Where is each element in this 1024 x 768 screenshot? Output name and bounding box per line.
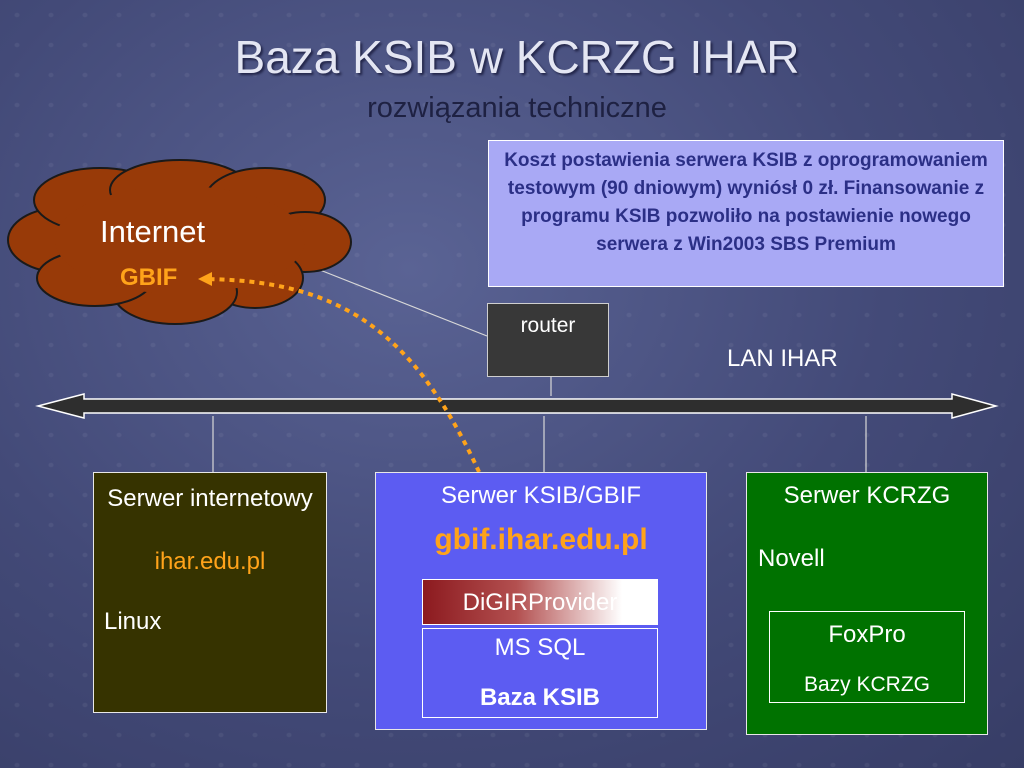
ksib-server-url: gbif.ihar.edu.pl xyxy=(434,523,648,556)
baza-ksib-label: Baza KSIB xyxy=(479,684,601,711)
cost-note-box: Koszt postawienia serwera KSIB z oprogra… xyxy=(488,140,1004,287)
web-server-title: Serwer internetowy xyxy=(107,485,313,512)
slide-title: Baza KSIB w KCRZG IHAR xyxy=(234,31,800,83)
gbif-arrowhead xyxy=(198,272,212,286)
internet-router-link xyxy=(319,269,488,337)
router-box: router xyxy=(487,303,609,377)
web-server-os: Linux xyxy=(104,608,162,635)
digir-provider-box: DiGIRProvider xyxy=(422,579,658,625)
slide-subtitle: rozwiązania techniczne xyxy=(367,92,667,124)
foxpro-label: FoxPro xyxy=(828,621,906,648)
bazy-kcrzg-label: Bazy KCRZG xyxy=(803,673,931,696)
kcrzg-server-title: Serwer KCRZG xyxy=(783,482,951,509)
kcrzg-server-os: Novell xyxy=(758,545,825,572)
ksib-server-title: Serwer KSIB/GBIF xyxy=(440,482,642,509)
lan-bus-arrow xyxy=(35,393,999,419)
router-label: router xyxy=(520,314,576,337)
gbif-label: GBIF xyxy=(120,264,178,291)
mssql-label: MS SQL xyxy=(494,634,586,661)
web-server-url: ihar.edu.pl xyxy=(154,548,266,575)
foxpro-box xyxy=(769,611,965,703)
internet-label: Internet xyxy=(100,214,206,249)
mssql-box xyxy=(422,628,658,718)
web-server-box xyxy=(93,472,327,713)
gbif-data-flow-arrow xyxy=(204,277,542,663)
internet-cloud xyxy=(7,159,352,325)
kcrzg-server-box xyxy=(746,472,988,735)
lan-label: LAN IHAR xyxy=(727,345,838,372)
